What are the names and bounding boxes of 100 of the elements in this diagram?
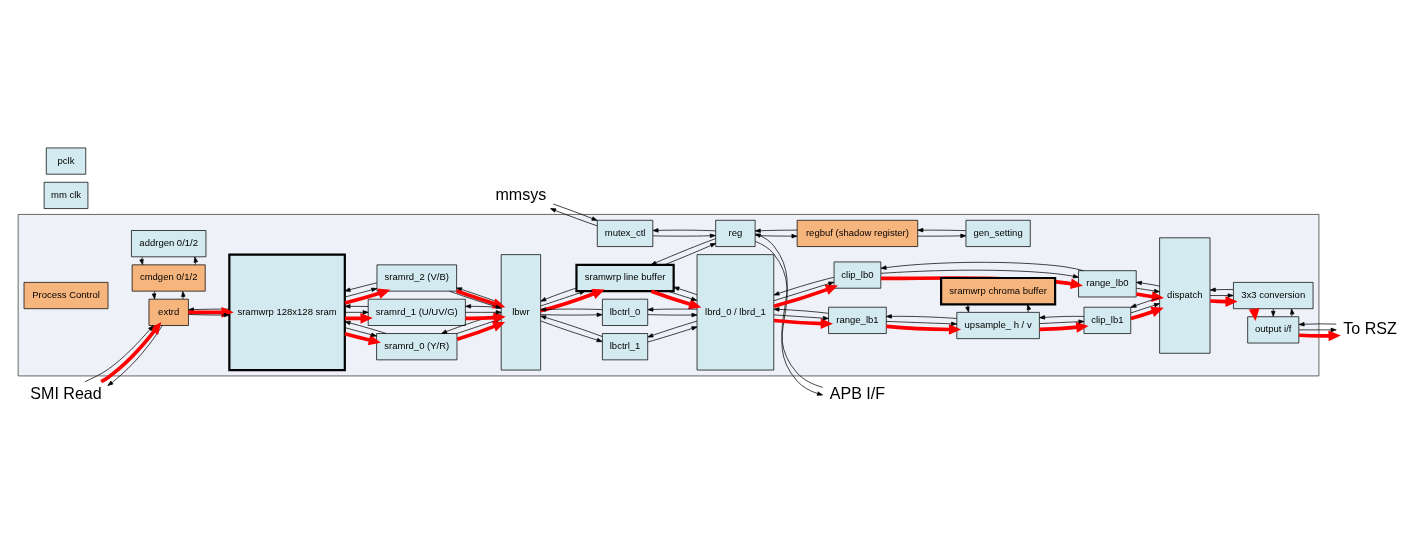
arrow: [1039, 319, 1085, 324]
arrow: [151, 290, 157, 299]
arrow: [181, 290, 186, 299]
arrow: [344, 320, 387, 334]
arrow: [456, 321, 506, 341]
arrow: [652, 227, 716, 233]
node-box: lbwr: [500, 253, 541, 370]
arrow: [880, 261, 1084, 271]
arrow: [773, 314, 829, 320]
arrow: [540, 290, 586, 306]
arrow: [188, 306, 234, 318]
node-box: mutex_ctl: [596, 219, 654, 247]
arrow: [773, 306, 829, 314]
arrow: [344, 282, 378, 292]
arrow: [773, 284, 839, 308]
arrow: [650, 289, 702, 309]
arrow: [1209, 292, 1234, 298]
node-box: range_lb1: [828, 306, 887, 334]
arrow: [139, 256, 144, 265]
arrow: [540, 320, 603, 342]
arrow: [1209, 287, 1234, 292]
node-box: upsample_ h / v: [956, 311, 1040, 339]
node-box: extrd: [148, 298, 189, 326]
arrow: [754, 228, 798, 233]
node-box: reg: [715, 219, 756, 247]
arrow: [1130, 302, 1160, 313]
arrow: [540, 312, 603, 317]
arrow: [1136, 287, 1160, 293]
arrow: [647, 312, 698, 317]
arrow: [188, 306, 230, 312]
arrow: [965, 303, 970, 312]
arrow: [667, 290, 698, 301]
arrow: [344, 287, 391, 305]
node-box: dispatch: [1159, 236, 1211, 354]
node-box: gen_setting: [965, 219, 1031, 247]
arrow: [773, 281, 835, 301]
arrow: [465, 303, 502, 308]
node-text: To RSZ: [1343, 318, 1397, 337]
node-box: sramrd_1 (U/UV/G): [367, 298, 466, 326]
arrow: [650, 237, 716, 265]
arrow: [885, 313, 957, 319]
arrow: [84, 324, 154, 382]
arrow: [1130, 306, 1164, 320]
node-box: sramrd_2 (V/B): [376, 264, 457, 291]
arrow: [188, 312, 230, 317]
arrow: [1298, 327, 1337, 332]
arrow: [1039, 321, 1089, 333]
arrow: [540, 314, 603, 337]
node-box: range_lb0: [1078, 269, 1137, 297]
arrow: [1271, 308, 1276, 317]
arrow: [647, 306, 698, 312]
arrow: [100, 321, 162, 383]
arrow: [344, 309, 369, 314]
arrow: [773, 276, 835, 295]
arrow: [647, 320, 698, 337]
arrow: [652, 233, 716, 238]
arrow: [540, 288, 605, 313]
arrow: [773, 317, 833, 329]
arrow: [456, 286, 502, 304]
arrow: [1136, 280, 1160, 286]
arrow: [540, 306, 603, 312]
node-box: Process Control: [23, 281, 109, 309]
arrow: [456, 288, 506, 309]
node-box: clip_lb1: [1083, 306, 1132, 334]
arrow: [1290, 308, 1295, 317]
node-box: clip_lb0: [833, 261, 882, 289]
node-box: sramwrp line buffer: [575, 263, 675, 292]
arrow: [1298, 321, 1337, 326]
arrow: [647, 325, 698, 342]
arrow: [917, 233, 967, 238]
arrow: [193, 256, 198, 265]
node-text: SMI Read: [30, 383, 102, 402]
arrow: [1039, 314, 1085, 319]
arrow: [1298, 330, 1341, 341]
arrow: [107, 324, 163, 386]
node-box: sramrd_0 (Y/R): [376, 332, 458, 360]
node-box: sramwrp 128x128 sram: [228, 253, 346, 371]
node-box: addrgen 0/1/2: [131, 229, 207, 257]
node-box: regbuf (shadow register): [796, 219, 919, 247]
arrow: [1136, 290, 1165, 302]
arrow: [886, 323, 962, 335]
arrow: [344, 303, 369, 308]
arrow: [344, 331, 381, 345]
arrow: [1026, 303, 1032, 312]
arrow: [917, 227, 967, 232]
arrow: [465, 309, 502, 314]
arrow: [449, 290, 502, 309]
arrow: [344, 326, 377, 337]
arrow: [754, 233, 798, 238]
arrow: [344, 287, 378, 297]
node-box: lbrd_0 / lbrd_1: [696, 253, 775, 370]
arrow: [880, 269, 1079, 278]
node-box: lbctrl_0: [602, 298, 649, 326]
node-box: mm clk: [43, 181, 89, 209]
arrow: [885, 320, 957, 326]
arrow: [550, 207, 598, 226]
node-text: mmsys: [495, 184, 547, 203]
arrow: [552, 203, 598, 221]
node-box: lbctrl_1: [602, 332, 649, 360]
arrow: [540, 287, 577, 301]
